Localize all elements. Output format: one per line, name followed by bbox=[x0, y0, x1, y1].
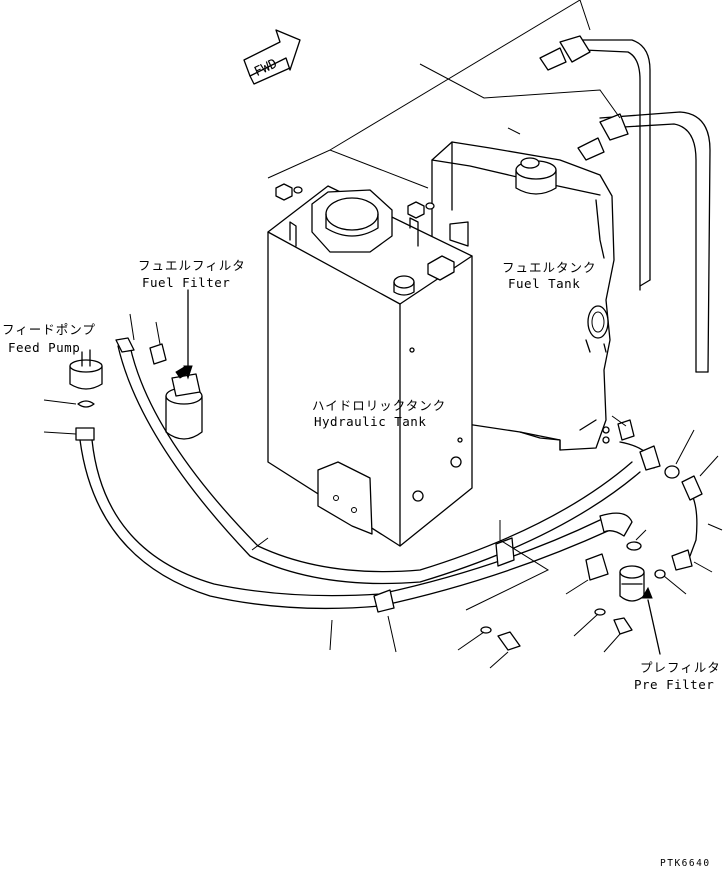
leader-lines bbox=[43, 0, 723, 669]
hose-clamps bbox=[149, 343, 635, 613]
fuel-hoses-upper bbox=[539, 35, 711, 373]
pre-filter-label-en: Pre Filter bbox=[634, 677, 714, 692]
fuel-filter bbox=[165, 289, 203, 440]
feed-pump-label-jp: フィードポンプ bbox=[2, 322, 96, 337]
hydraulic-tank-label-en: Hydraulic Tank bbox=[314, 414, 426, 429]
fuel-filter-label-en: Fuel Filter bbox=[142, 275, 230, 290]
fuel-tank bbox=[431, 141, 615, 451]
fuel-tank-label-jp: フュエルタンク bbox=[502, 260, 597, 275]
hydraulic-tank bbox=[267, 185, 473, 547]
feed-pump bbox=[69, 349, 103, 441]
fuel-filter-label-jp: フュエルフィルタ bbox=[138, 258, 246, 273]
fwd-arrow: FWD bbox=[243, 29, 301, 85]
hydraulic-tank-label-jp: ハイドロリックタンク bbox=[312, 398, 446, 413]
fasteners bbox=[275, 183, 680, 651]
pre-filter-label-jp: プレフィルタ bbox=[640, 660, 721, 675]
pre-filter bbox=[619, 565, 661, 655]
feed-pump-label-en: Feed Pump bbox=[8, 340, 80, 355]
fuel-tank-label-en: Fuel Tank bbox=[508, 276, 580, 291]
drawing-code: PTK6640 bbox=[660, 858, 711, 869]
